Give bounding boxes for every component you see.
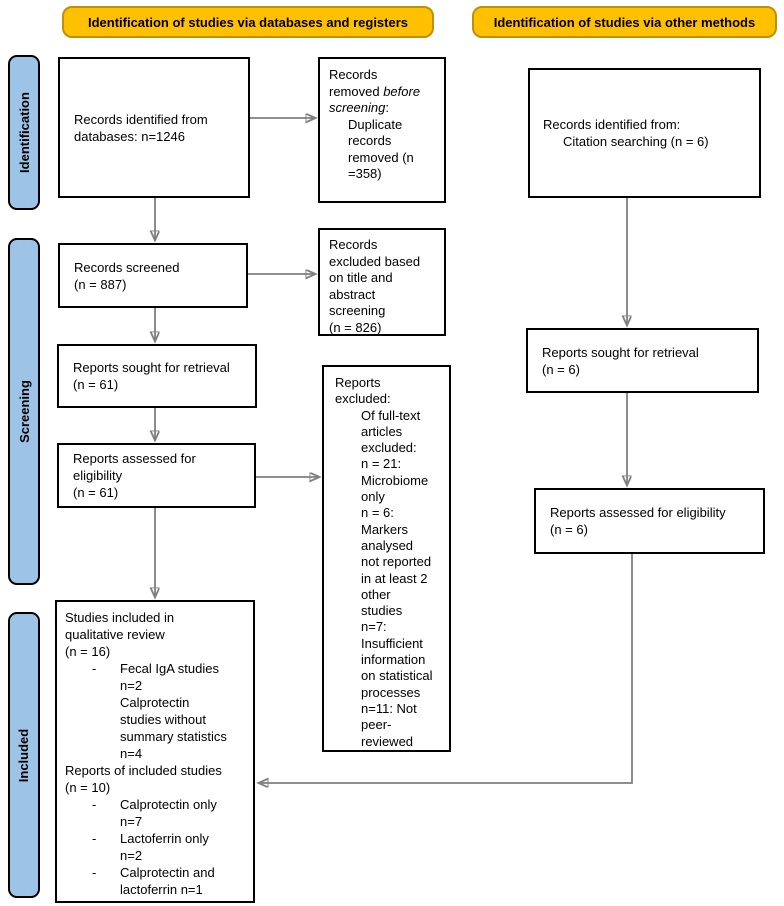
text-line: Citation searching (n = 6) [563,134,709,149]
text-line: Records identified from [74,111,208,127]
text-line: in at least 2 [361,570,428,586]
box-reports-assessed-eligibility-databases: Reports assessed for eligibility (n = 61) [57,443,256,508]
stage-identification-label: Identification [16,92,32,173]
header-other-methods: Identification of studies via other meth… [472,6,777,38]
text-line: Markers [361,521,408,537]
text-line: -Calprotectin and [92,865,215,880]
text-line: screening: [329,100,389,115]
text-line: n=7: [361,619,387,635]
text-line: -Lactoferrin only [92,831,209,846]
text-line: Reports assessed for eligibility [550,505,726,520]
text-line: reviewed [361,733,414,749]
stage-included-label: Included [16,728,32,782]
text-line: processes [361,684,421,700]
text-line: lactoferrin n=1 [120,882,203,897]
box-reports-assessed-eligibility-other: Reports assessed for eligibility (n = 6) [534,488,765,554]
text-line: removed before [329,83,421,99]
text-line: Reports assessed for [73,451,196,466]
text-line: abstract [329,286,376,302]
bullet-dash: - [92,797,97,812]
text-line: (n = 826) [329,319,382,335]
text-line: only [361,489,385,505]
text-line: peer- [361,717,392,733]
bullet-dash: - [92,865,97,880]
box-reports-sought-retrieval-other: Reports sought for retrieval(n = 6) [526,328,759,393]
text-line: -Fecal IgA studies [92,661,219,676]
text-line: not reported [361,554,432,570]
text-line: Reports of included studies [65,763,222,778]
text-line: screening [329,303,386,318]
box-records-screened: Records screened(n = 887) [58,243,248,308]
text-line: Of full-text [361,407,421,423]
box-reports-sought-retrieval-databases: Reports sought for retrieval (n = 61) [57,344,257,408]
text-line: excluded based [329,253,421,269]
bullet-dash: - [92,831,97,846]
box-records-identified-citation: Records identified from: Citation searchi… [528,68,761,198]
text-line: databases: n=1246 [74,128,185,144]
text-line: n=2 [120,848,143,863]
text-line: summary statistics [120,729,227,744]
stage-screening-label: Screening [16,380,32,443]
stage-identification: Identification [8,55,40,210]
header-databases-registers-label: Identification of studies via databases … [87,14,409,30]
text-line: -Calprotectin only [92,797,217,812]
text-line: excluded: [361,440,417,456]
text-line: Reports sought for retrieval [542,344,699,360]
text-line: (n = 6) [550,522,588,537]
text-line: information [361,652,426,668]
text-line: (n = 10) [65,780,111,795]
text-line: (n = 887) [74,276,127,292]
arrow-assessed-other-to-included [259,554,633,783]
text-line: n=4 [120,746,143,761]
text-line: excluded: [335,391,391,407]
text-line: other [361,586,391,602]
text-line: on title and [329,270,393,285]
text-line: Calprotectin [120,695,190,710]
text-line: Insufficient [361,635,423,651]
text-line: Reports sought for retrieval [73,360,230,375]
text-line: n=7 [120,814,143,829]
text-line: on statistical [361,668,433,684]
text-line: (n = 16) [65,644,111,659]
text-line: =358) [348,166,382,181]
text-line: Records screened [74,259,180,275]
text-line: studies [361,603,403,619]
stage-screening: Screening [8,238,40,585]
text-line: n=11: Not [361,700,417,716]
text-line: (n = 61) [73,377,119,392]
text-line: Microbiome [361,472,429,488]
box-studies-included: Studies included in qualitative review (n … [55,600,255,903]
text-line: (n = 61) [73,485,119,500]
header-databases-registers: Identification of studies via databases … [62,6,434,38]
text-line: qualitative review [65,627,165,642]
text-line: Duplicate [348,116,403,132]
text-line: removed (n [348,149,414,165]
text-line: Records identified from: [543,117,681,132]
text-line: n = 21: [361,456,402,472]
text-line: (n = 6) [542,361,580,377]
text-line: n=2 [120,678,143,693]
text-line: eligibility [73,468,123,483]
text-line: records [348,133,392,148]
text-line: Studies included in [65,610,175,625]
text-line: studies without [120,712,206,727]
text-line: analysed [361,537,414,553]
stage-included: Included [8,612,40,898]
text-line: articles [361,423,403,439]
text-line: Reports [335,375,381,390]
header-other-methods-label: Identification of studies via other meth… [493,14,756,30]
bullet-dash: - [92,661,97,676]
text-line: Records [329,237,378,252]
text-line: n = 6: [361,505,394,521]
text-line: Records [329,67,378,82]
